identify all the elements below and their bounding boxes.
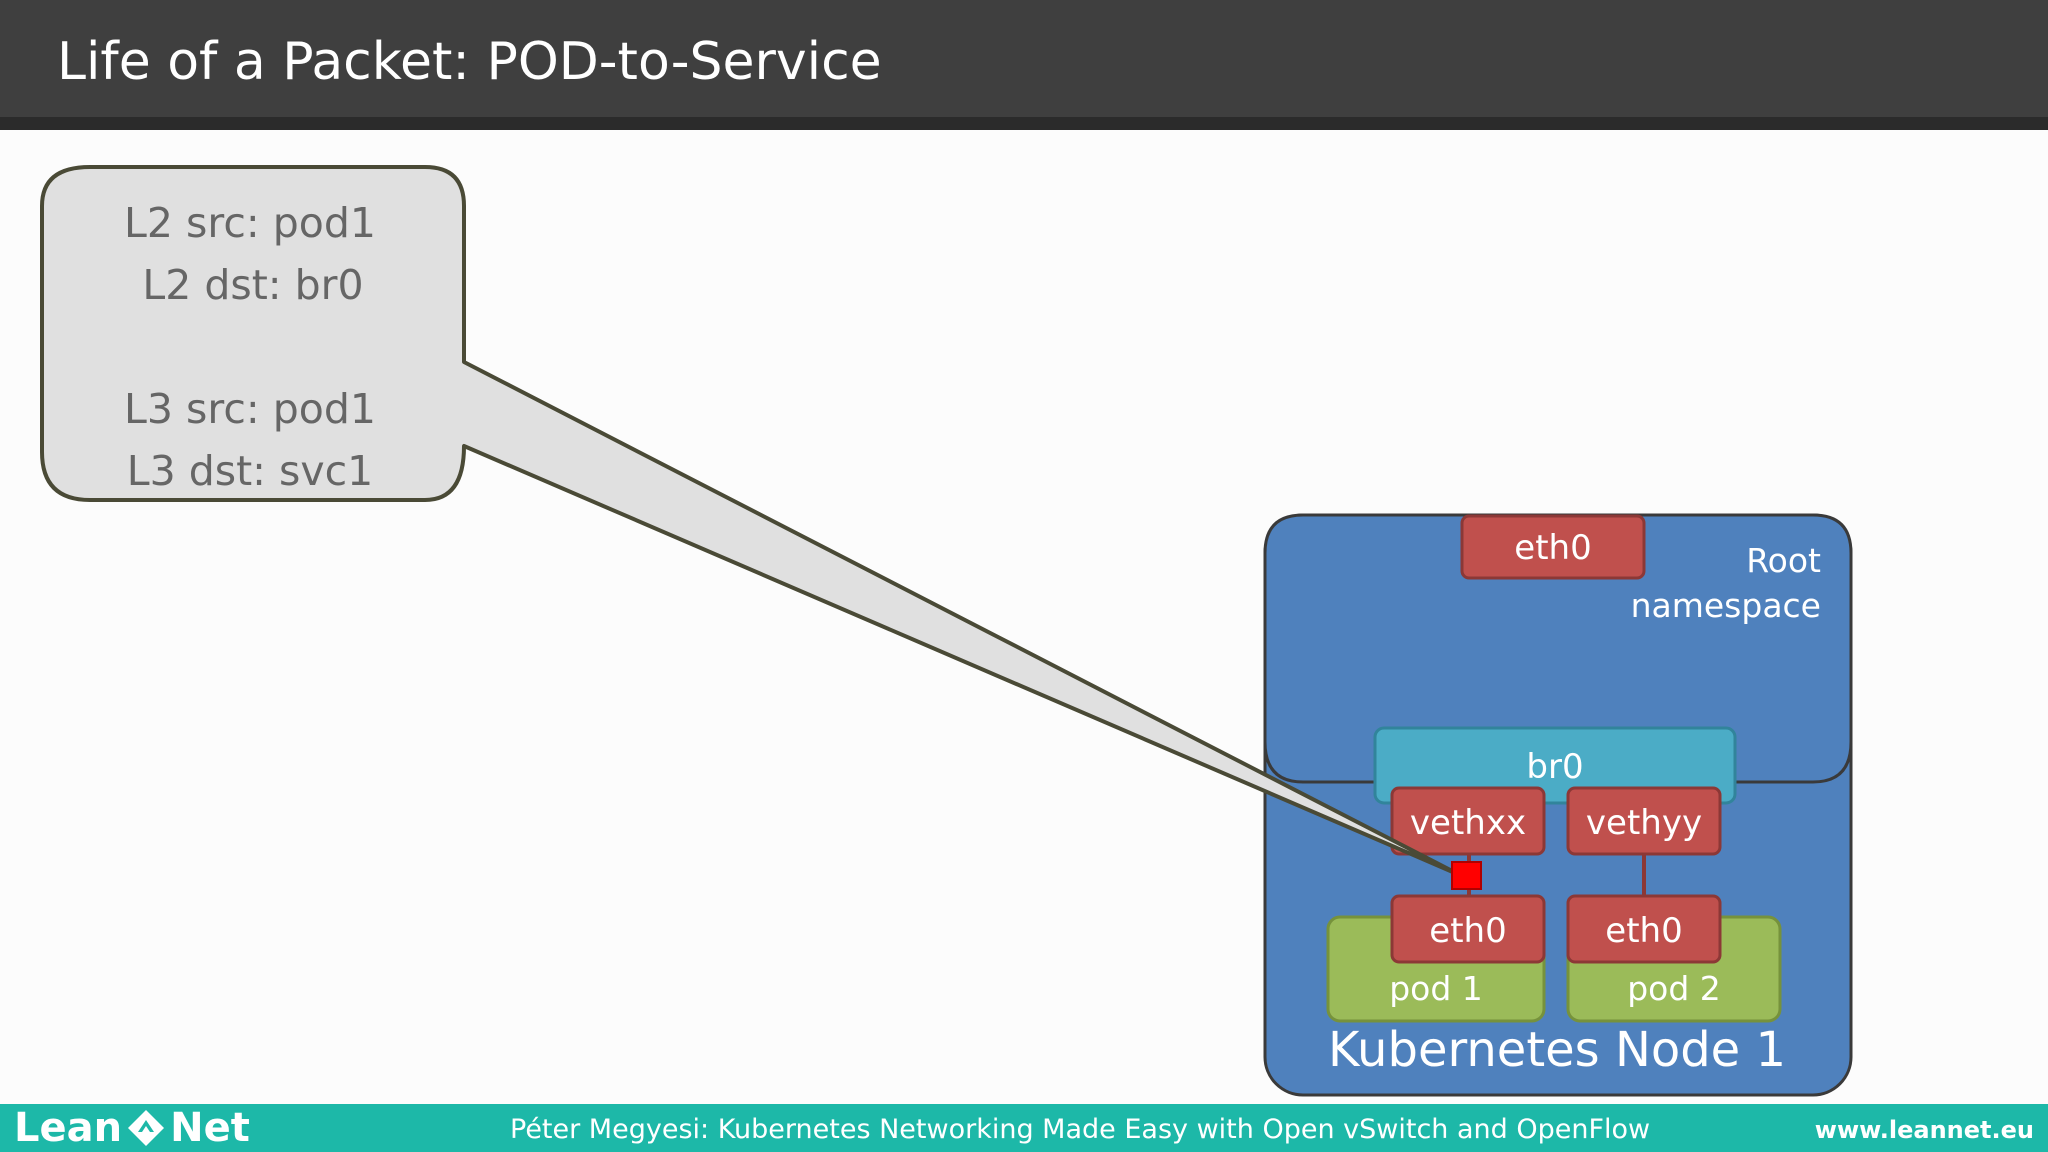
- root-namespace-box: [1263, 513, 1853, 784]
- logo-text-left: Lean: [14, 1105, 123, 1151]
- footer-bar: Lean Net Péter Megyesi: Kubernetes Netwo…: [0, 1104, 2048, 1152]
- slide-title: Life of a Packet: POD-to-Service: [57, 32, 882, 92]
- root-namespace-label-line2: namespace: [1631, 586, 1821, 625]
- pod1-eth0-label: eth0: [1429, 911, 1506, 951]
- pod2-eth0-label: eth0: [1605, 911, 1682, 951]
- logo-text-right: Net: [170, 1105, 250, 1151]
- leannet-logo: Lean Net: [14, 1104, 250, 1152]
- vethxx-interface: [1390, 786, 1546, 856]
- callout-l2-src: L2 src: pod1: [124, 199, 376, 247]
- pod1-eth0-interface: [1390, 894, 1546, 964]
- bridge-br0-label: br0: [1526, 747, 1583, 787]
- callout-l3-dst: L3 dst: svc1: [127, 447, 374, 495]
- root-eth0-interface: [1460, 514, 1646, 580]
- kubernetes-node-label: Kubernetes Node 1: [1328, 1022, 1786, 1078]
- diagram-canvas: eth0 Root namespace br0 vethxx vethyy po…: [40, 165, 1853, 1097]
- callout-l2-dst: L2 dst: br0: [142, 261, 363, 309]
- packet-marker: [1451, 861, 1482, 890]
- bridge-br0: [1373, 726, 1737, 805]
- pod2-label: pod 2: [1627, 969, 1721, 1008]
- footer-website: www.leannet.eu: [1814, 1116, 2034, 1144]
- root-eth0-label: eth0: [1514, 528, 1591, 568]
- callout-l3-src: L3 src: pod1: [124, 385, 376, 433]
- footer-presentation-caption: Péter Megyesi: Kubernetes Networking Mad…: [510, 1114, 1651, 1145]
- vethyy-label: vethyy: [1586, 803, 1702, 843]
- vethxx-label: vethxx: [1410, 803, 1526, 843]
- leannet-logo-icon: [128, 1110, 165, 1146]
- vethyy-interface: [1566, 786, 1722, 856]
- title-bar: Life of a Packet: POD-to-Service: [0, 0, 2048, 130]
- pod2-eth0-interface: [1566, 894, 1722, 964]
- packet-header-callout: [40, 165, 1464, 878]
- pod1-label: pod 1: [1389, 969, 1483, 1008]
- root-namespace-label-line1: Root: [1746, 541, 1821, 580]
